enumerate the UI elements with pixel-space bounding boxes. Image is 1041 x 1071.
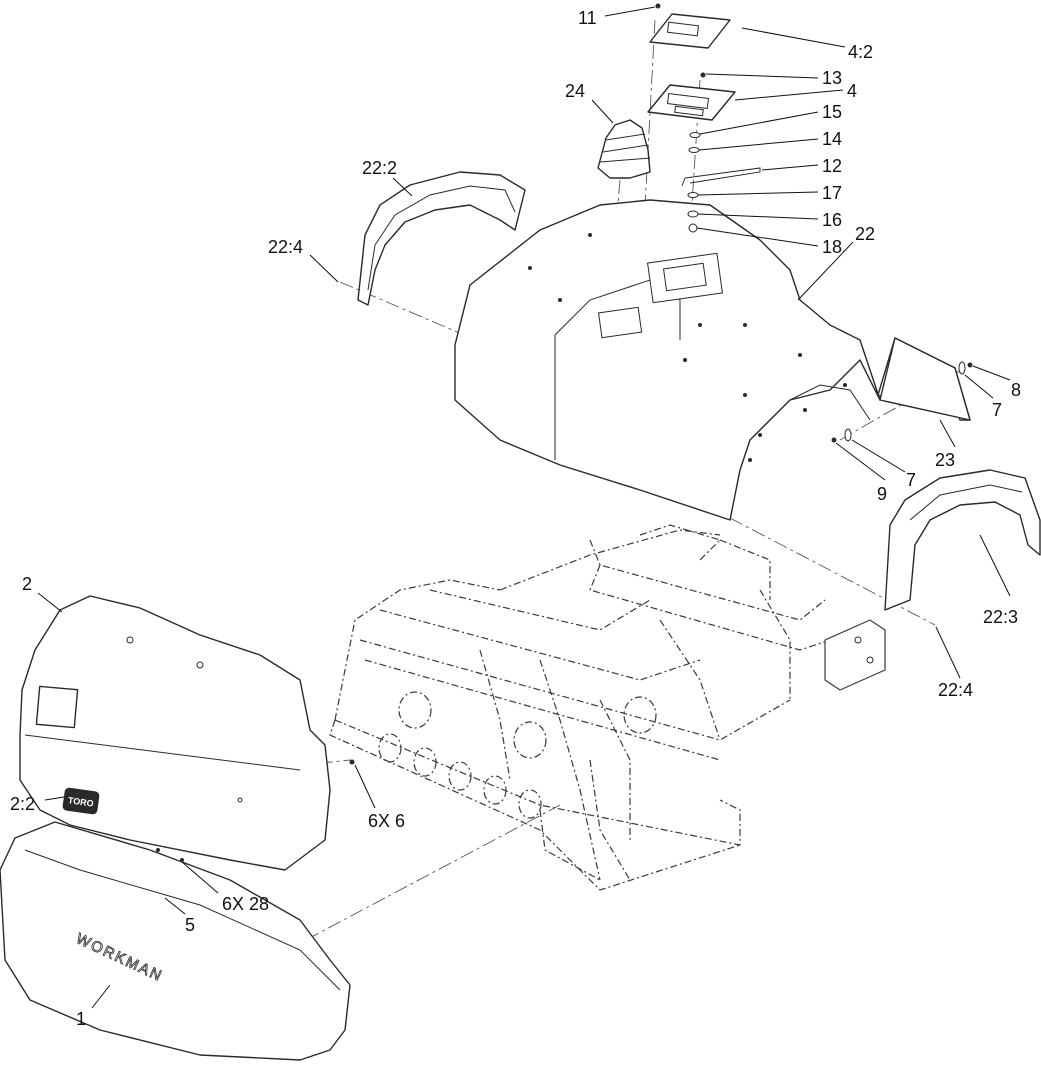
plate-part-4-2	[649, 13, 731, 49]
callout-22-4-bottom: 22:4	[938, 680, 973, 700]
callout-7-right: 7	[992, 400, 1002, 420]
callout-16: 16	[822, 210, 842, 230]
callout-15: 15	[822, 102, 842, 122]
callout-23: 23	[935, 450, 955, 470]
callout-13: 13	[822, 68, 842, 88]
callout-11: 11	[578, 8, 597, 28]
callout-12: 12	[822, 156, 842, 176]
left-fender-flare-part-22-2	[357, 171, 526, 306]
callout-22-2: 22:2	[362, 158, 397, 178]
callout-22-3: 22:3	[983, 607, 1018, 627]
callout-8: 8	[1011, 380, 1021, 400]
chassis-frame	[329, 524, 886, 891]
callout-5: 5	[185, 915, 195, 935]
side-panel-part-23	[877, 337, 971, 421]
plate-part-4	[647, 84, 736, 121]
callout-4: 4	[847, 81, 857, 101]
callout-1: 1	[76, 1009, 86, 1029]
hardware-stack	[655, 3, 761, 233]
main-cowl-part-22	[454, 199, 881, 521]
callout-14: 14	[822, 129, 842, 149]
callout-6x28: 6X 28	[222, 894, 269, 914]
callout-17: 17	[822, 183, 842, 203]
callout-7-low: 7	[906, 470, 916, 490]
callout-22: 22	[855, 224, 875, 244]
badge-text: TORO	[67, 795, 94, 808]
fasteners-7-8-9	[831, 361, 973, 443]
leader-lines	[37, 6, 1011, 1009]
shift-boot-part-24	[597, 119, 651, 179]
badge-part-2-2: TORO	[62, 787, 100, 815]
callout-labels: 11 4:2 13 4 24 15 14 12 17 16 18 22:2 22…	[10, 8, 1021, 1029]
callout-18: 18	[822, 237, 842, 257]
callout-9: 9	[877, 484, 887, 504]
front-bumper-part-1: WORKMAN	[0, 821, 351, 1061]
callout-2-2: 2:2	[10, 794, 35, 814]
right-fender-flare-part-22-3	[884, 469, 1041, 611]
callout-22-4-top: 22:4	[268, 237, 303, 257]
callout-24: 24	[565, 81, 585, 101]
callout-6x6: 6X 6	[368, 811, 405, 831]
callout-4-2: 4:2	[848, 42, 873, 62]
callout-2: 2	[22, 574, 32, 594]
